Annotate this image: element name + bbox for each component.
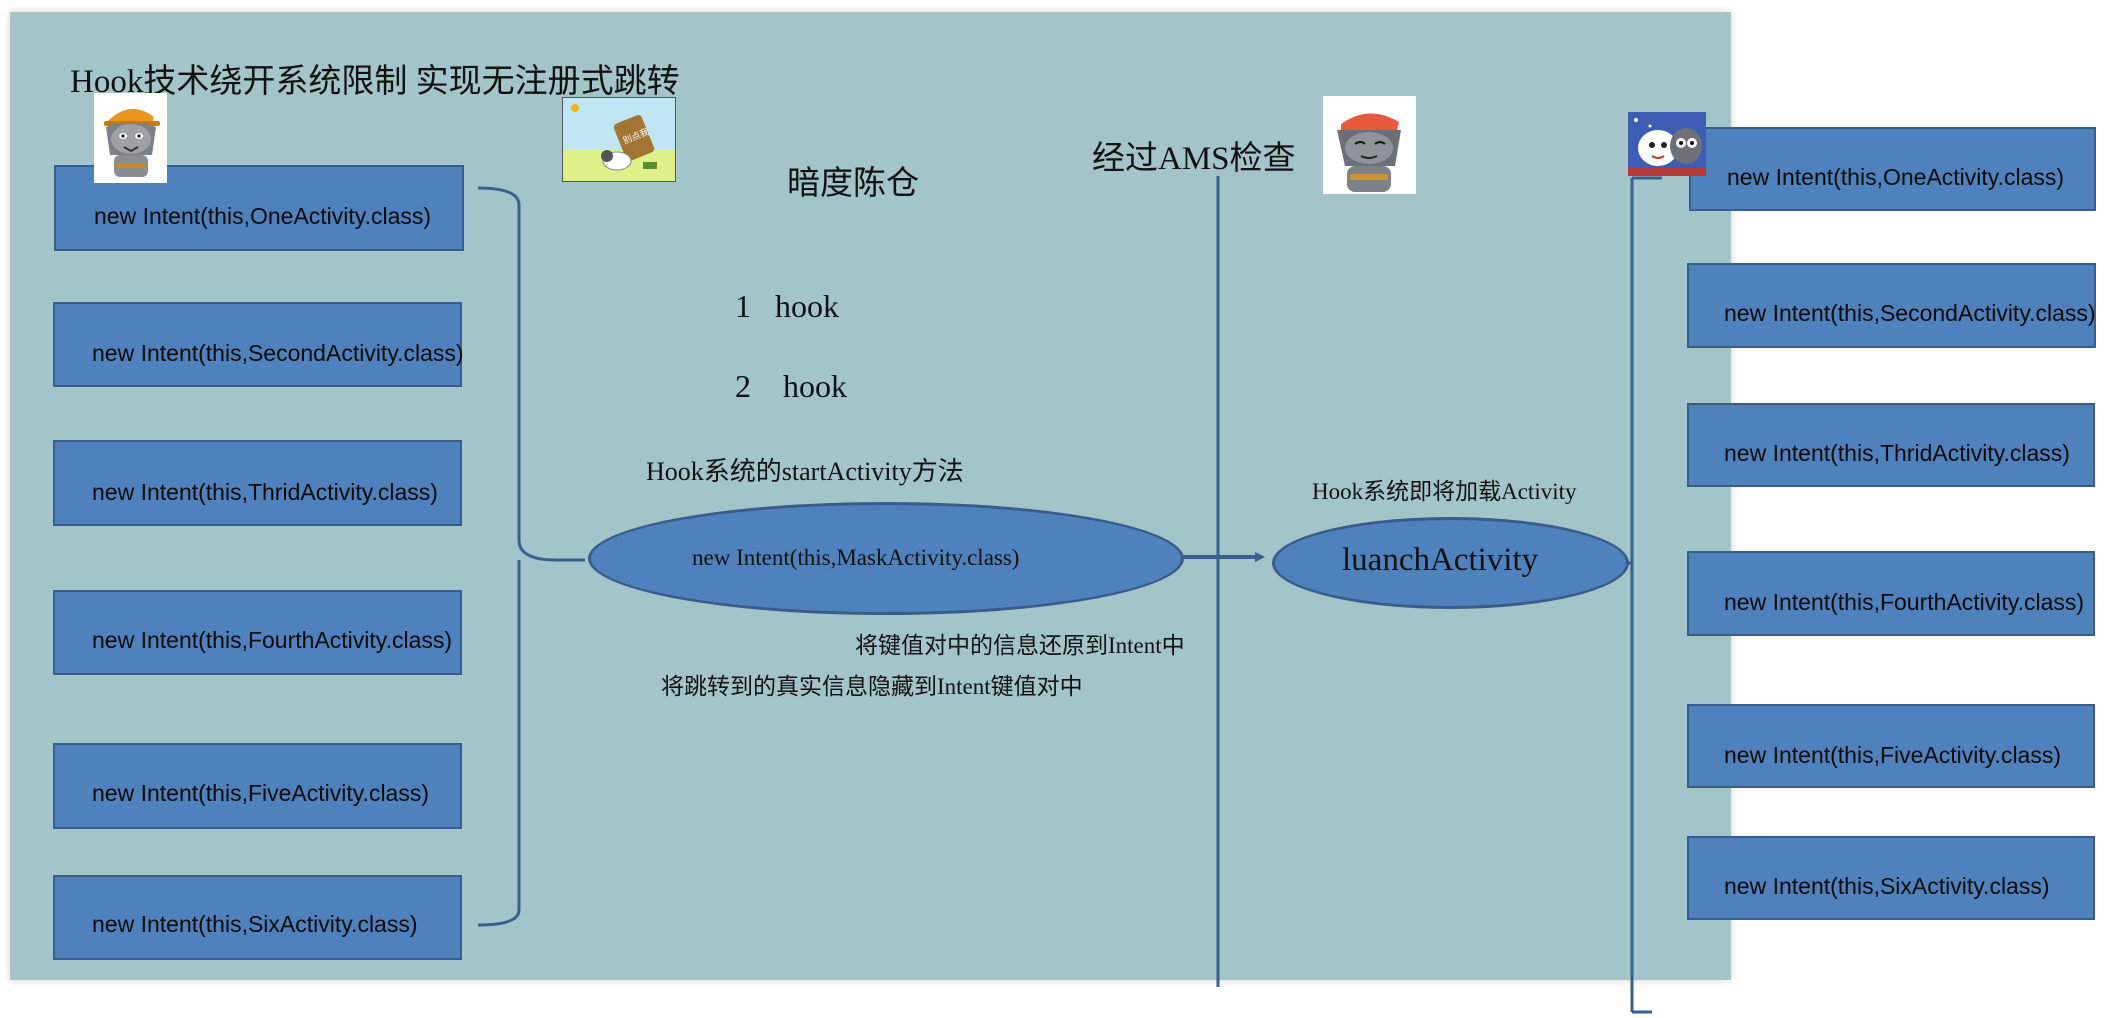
- left-intent-label-1: new Intent(this,OneActivity.class): [94, 203, 432, 229]
- left-bracket: [477, 186, 585, 927]
- left-intent-box-4: [53, 590, 462, 675]
- step-1: 1 hook: [735, 288, 839, 324]
- diagram-title: Hook技术绕开系统限制 实现无注册式跳转: [70, 64, 680, 100]
- wolf-cap-image: [94, 93, 167, 183]
- right-intent-label-1: new Intent(this,OneActivity.class): [1727, 164, 2065, 190]
- right-intent-box-6: [1687, 836, 2095, 920]
- step-2: 2 hook: [735, 368, 847, 404]
- right-intent-label-5: new Intent(this,FiveActivity.class): [1724, 742, 2062, 768]
- left-intent-box-3: [53, 440, 462, 526]
- step-header: 暗度陈仓: [787, 166, 919, 202]
- sheep-wolf-image: [1628, 112, 1706, 176]
- left-intent-box-2: [53, 302, 462, 387]
- right-intent-label-6: new Intent(this,SixActivity.class): [1724, 873, 2050, 899]
- right-intent-box-2: [1687, 263, 2096, 348]
- left-intent-label-3: new Intent(this,ThridActivity.class): [92, 479, 438, 505]
- left-intent-box-5: [53, 743, 462, 829]
- sign-sheep-image: 别点我: [562, 97, 676, 182]
- restore-intent-label: 将键值对中的信息还原到Intent中: [855, 633, 1185, 658]
- left-intent-label-4: new Intent(this,FourthActivity.class): [92, 627, 453, 653]
- ams-check-label: 经过AMS检查: [1092, 141, 1296, 177]
- right-intent-box-4: [1687, 551, 2095, 636]
- left-intent-label-2: new Intent(this,SecondActivity.class): [92, 340, 464, 366]
- launch-activity-label: luanchActivity: [1342, 542, 1539, 578]
- mask-intent-ellipse: [588, 502, 1184, 615]
- right-intent-label-3: new Intent(this,ThridActivity.class): [1724, 440, 2070, 466]
- right-intent-box-5: [1687, 704, 2095, 788]
- right-intent-label-4: new Intent(this,FourthActivity.class): [1724, 589, 2085, 615]
- hook-start-activity-label: Hook系统的startActivity方法: [646, 457, 964, 486]
- right-intent-box-1: [1689, 127, 2096, 211]
- hide-intent-label: 将跳转到的真实信息隐藏到Intent键值对中: [661, 674, 1083, 699]
- left-intent-label-6: new Intent(this,SixActivity.class): [92, 911, 418, 937]
- left-intent-label-5: new Intent(this,FiveActivity.class): [92, 780, 430, 806]
- right-intent-label-2: new Intent(this,SecondActivity.class): [1724, 300, 2096, 326]
- launch-activity-ellipse: [1272, 517, 1629, 609]
- mask-intent-label: new Intent(this,MaskActivity.class): [692, 545, 1020, 570]
- right-intent-box-3: [1687, 403, 2095, 487]
- left-intent-box-6: [53, 875, 462, 960]
- hook-load-activity-label: Hook系统即将加载Activity: [1312, 479, 1577, 504]
- wolf-red-cap-image: [1323, 96, 1416, 194]
